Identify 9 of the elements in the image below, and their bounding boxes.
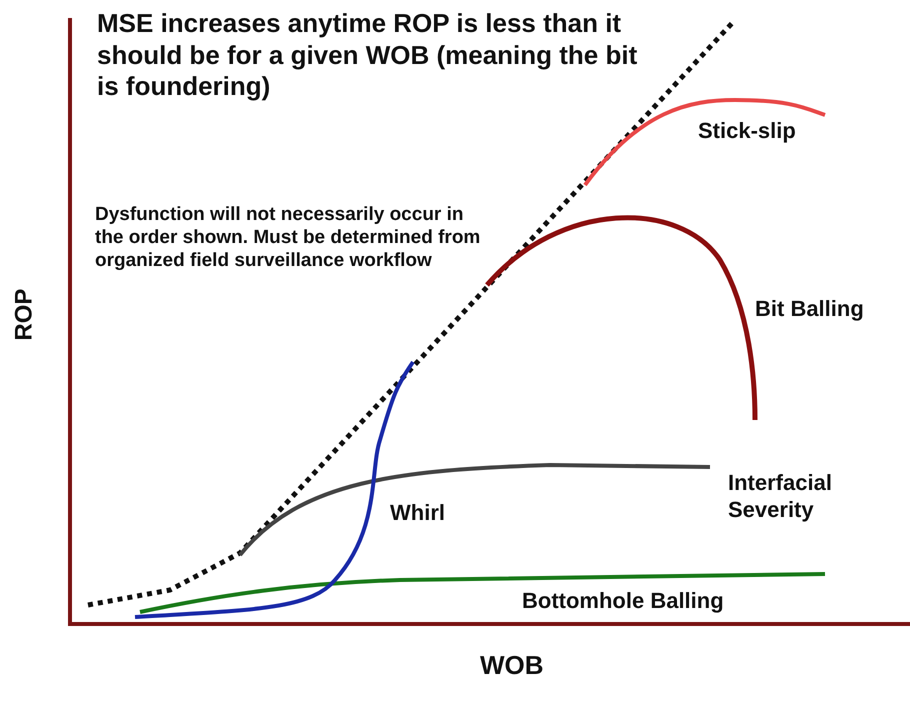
axis-title: WOB [480, 650, 544, 682]
heading-note: MSE increases anytime ROP is less than it should be for a given WOB (meaning the bit is foundering) [97, 8, 638, 104]
curve-label: Bottomhole Balling [522, 588, 724, 615]
curve-label: Bit Balling [755, 296, 864, 323]
curve-label: Interfacial Severity [728, 470, 833, 524]
curve-label: Whirl [390, 500, 445, 527]
axis-title: ROP [9, 288, 38, 341]
note-text: Dysfunction will not necessarily occur in the order shown. Must be determined from organized field surveillance workflow [95, 203, 482, 273]
curve-label: Stick-slip [698, 118, 796, 145]
